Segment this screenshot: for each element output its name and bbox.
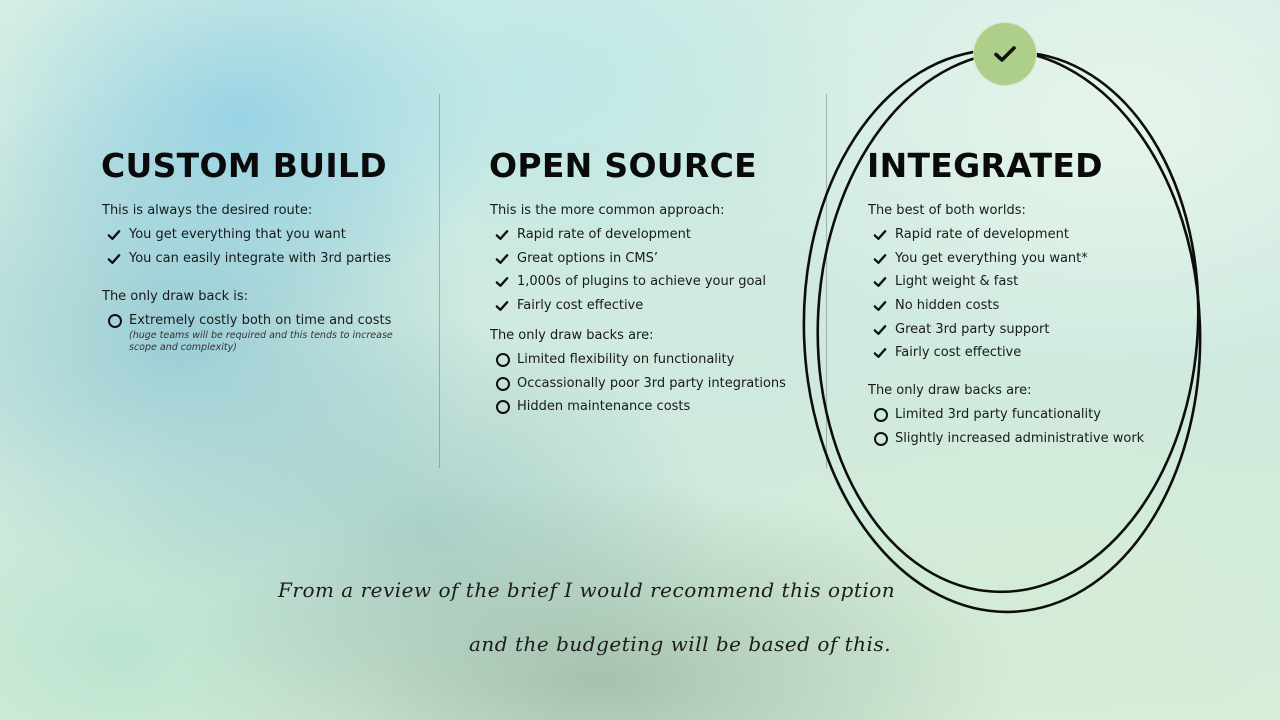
recommendation-line-2: and the budgeting will be based of this. — [469, 632, 892, 656]
circle-icon — [496, 353, 510, 368]
check-icon — [873, 324, 887, 335]
check-icon — [994, 46, 1016, 62]
con-item-text: Hidden maintenance costs — [517, 399, 691, 415]
pro-item: Rapid rate of development — [867, 227, 1197, 243]
pro-item-text: Fairly cost effective — [895, 345, 1022, 361]
con-item-body: Occassionally poor 3rd party integration… — [517, 376, 786, 392]
pro-item: Great options in CMS’ — [489, 251, 819, 267]
pro-item: You get everything you want* — [867, 251, 1197, 267]
con-item: Occassionally poor 3rd party integration… — [489, 376, 819, 392]
pro-item: No hidden costs — [867, 298, 1197, 314]
pro-item-text: Great options in CMS’ — [517, 250, 659, 266]
con-item: Slightly increased administrative work — [867, 431, 1197, 447]
column-title: INTEGRATED — [867, 146, 1103, 185]
pro-item-text: You get everything you want* — [895, 250, 1088, 266]
check-icon — [495, 277, 509, 288]
drawback-intro: The only draw back is: — [102, 288, 249, 304]
pro-item-text: Rapid rate of development — [517, 227, 691, 242]
pro-item-text: No hidden costs — [895, 298, 1000, 314]
pro-item: Great 3rd party support — [867, 322, 1197, 338]
con-item: Extremely costly both on time and costs(… — [101, 313, 431, 355]
cons-list: Extremely costly both on time and costs(… — [101, 313, 431, 355]
con-item-body: Limited 3rd party funcationality — [895, 407, 1101, 423]
con-item-text: Limited 3rd party funcationality — [895, 407, 1101, 423]
pro-item: Fairly cost effective — [489, 298, 819, 314]
column-divider — [439, 94, 440, 468]
column-custom-build: CUSTOM BUILD This is always the desired … — [101, 146, 431, 362]
check-icon — [107, 253, 121, 264]
check-icon — [873, 277, 887, 288]
column-divider — [826, 94, 827, 468]
check-icon — [873, 301, 887, 312]
con-item-text: Limited flexibility on functionality — [517, 352, 735, 368]
pro-item-text: You get everything that you want — [129, 227, 346, 242]
pro-item: You get everything that you want — [101, 227, 431, 243]
check-icon — [873, 253, 887, 264]
circle-icon — [496, 376, 510, 391]
column-intro: This is the more common approach: — [490, 203, 725, 218]
column-open-source: OPEN SOURCE This is the more common appr… — [489, 146, 819, 423]
check-icon — [495, 230, 509, 240]
column-intro: The best of both worlds: — [868, 203, 1026, 218]
pro-item-text: Rapid rate of development — [895, 227, 1069, 242]
circle-icon — [108, 313, 122, 328]
con-item-body: Extremely costly both on time and costs(… — [129, 313, 404, 355]
column-title: OPEN SOURCE — [489, 146, 757, 185]
pro-item: Fairly cost effective — [867, 345, 1197, 361]
pro-item: 1,000s of plugins to achieve your goal — [489, 274, 819, 290]
check-icon — [107, 230, 121, 240]
pro-item-text: Fairly cost effective — [517, 298, 644, 314]
column-integrated: INTEGRATED The best of both worlds: Rapi… — [867, 146, 1197, 455]
con-item: Limited 3rd party funcationality — [867, 407, 1197, 423]
drawback-intro: The only draw backs are: — [490, 328, 654, 344]
con-item-text: Slightly increased administrative work — [895, 431, 1145, 447]
pro-item-text: Great 3rd party support — [895, 321, 1050, 337]
con-item: Hidden maintenance costs — [489, 399, 819, 415]
con-item-note: (huge teams will be required and this te… — [129, 329, 393, 354]
con-item-body: Hidden maintenance costs — [517, 399, 690, 415]
column-intro: This is always the desired route: — [102, 203, 313, 218]
circle-icon — [874, 432, 888, 447]
pro-item-text: 1,000s of plugins to achieve your goal — [517, 274, 767, 290]
check-icon — [495, 253, 509, 264]
check-icon — [873, 230, 887, 240]
con-item: Limited flexibility on functionality — [489, 352, 819, 368]
con-item-body: Slightly increased administrative work — [895, 431, 1144, 447]
check-icon — [873, 348, 887, 359]
con-item-text: Occassionally poor 3rd party integration… — [517, 375, 786, 391]
drawback-intro: The only draw backs are: — [868, 383, 1032, 399]
con-item-text: Extremely costly both on time and costs — [129, 312, 392, 328]
pro-item: Light weight & fast — [867, 274, 1197, 290]
pro-item-text: Light weight & fast — [895, 274, 1019, 290]
recommended-badge — [974, 23, 1036, 85]
column-title: CUSTOM BUILD — [101, 146, 387, 185]
circle-icon — [874, 408, 888, 423]
pro-item: You can easily integrate with 3rd partie… — [101, 251, 431, 267]
check-icon — [495, 301, 509, 312]
pro-item-text: You can easily integrate with 3rd partie… — [129, 250, 392, 266]
recommendation-line-1: From a review of the brief I would recom… — [278, 578, 896, 602]
pro-item: Rapid rate of development — [489, 227, 819, 243]
con-item-body: Limited flexibility on functionality — [517, 352, 734, 368]
circle-icon — [496, 400, 510, 415]
